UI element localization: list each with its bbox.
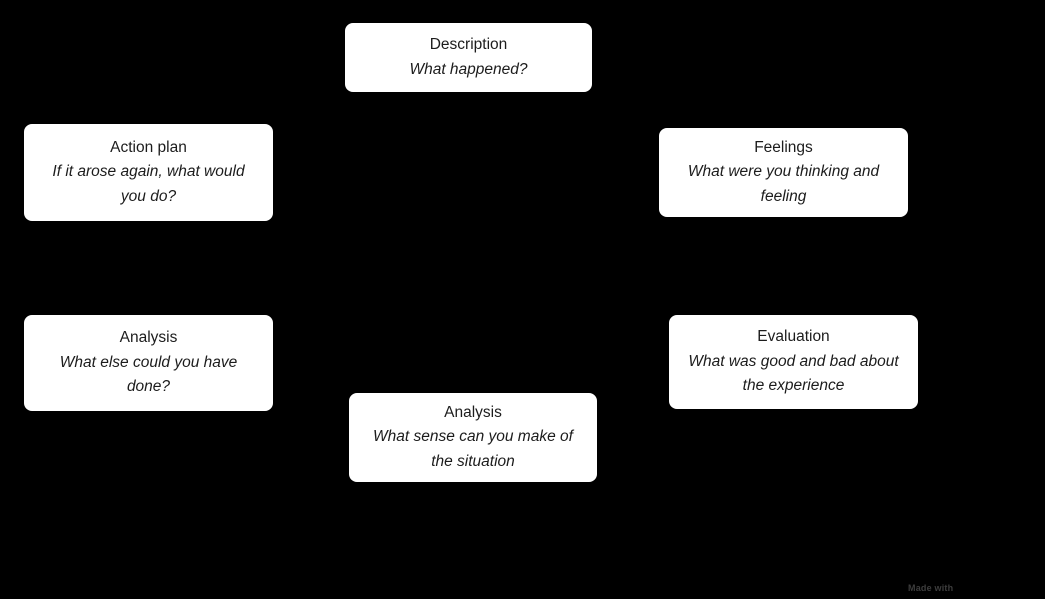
node-title: Feelings: [754, 138, 813, 156]
node-analysis-left: Analysis What else could you have done?: [24, 315, 273, 411]
node-description: Description What happened?: [345, 23, 592, 92]
node-title: Evaluation: [757, 328, 830, 346]
node-subtitle: What happened?: [409, 60, 528, 78]
node-subtitle: If it arose again, what would you do?: [52, 163, 245, 205]
node-title: Action plan: [110, 138, 187, 156]
node-title: Description: [429, 36, 508, 53]
node-analysis-center: Analysis What sense can you make of the …: [349, 393, 597, 482]
made-with-watermark: Made with: [908, 583, 954, 593]
node-subtitle: What was good and bad about the experien…: [688, 352, 899, 395]
node-subtitle: What were you thinking and feeling: [687, 163, 880, 205]
node-feelings: Feelings What were you thinking and feel…: [659, 128, 908, 217]
node-action-plan: Action plan If it arose again, what woul…: [24, 124, 273, 221]
node-evaluation: Evaluation What was good and bad about t…: [669, 315, 918, 409]
node-title: Analysis: [119, 329, 178, 347]
node-title: Analysis: [444, 403, 502, 421]
node-subtitle: What sense can you make of the situation: [373, 428, 573, 470]
node-subtitle: What else could you have done?: [59, 353, 238, 396]
